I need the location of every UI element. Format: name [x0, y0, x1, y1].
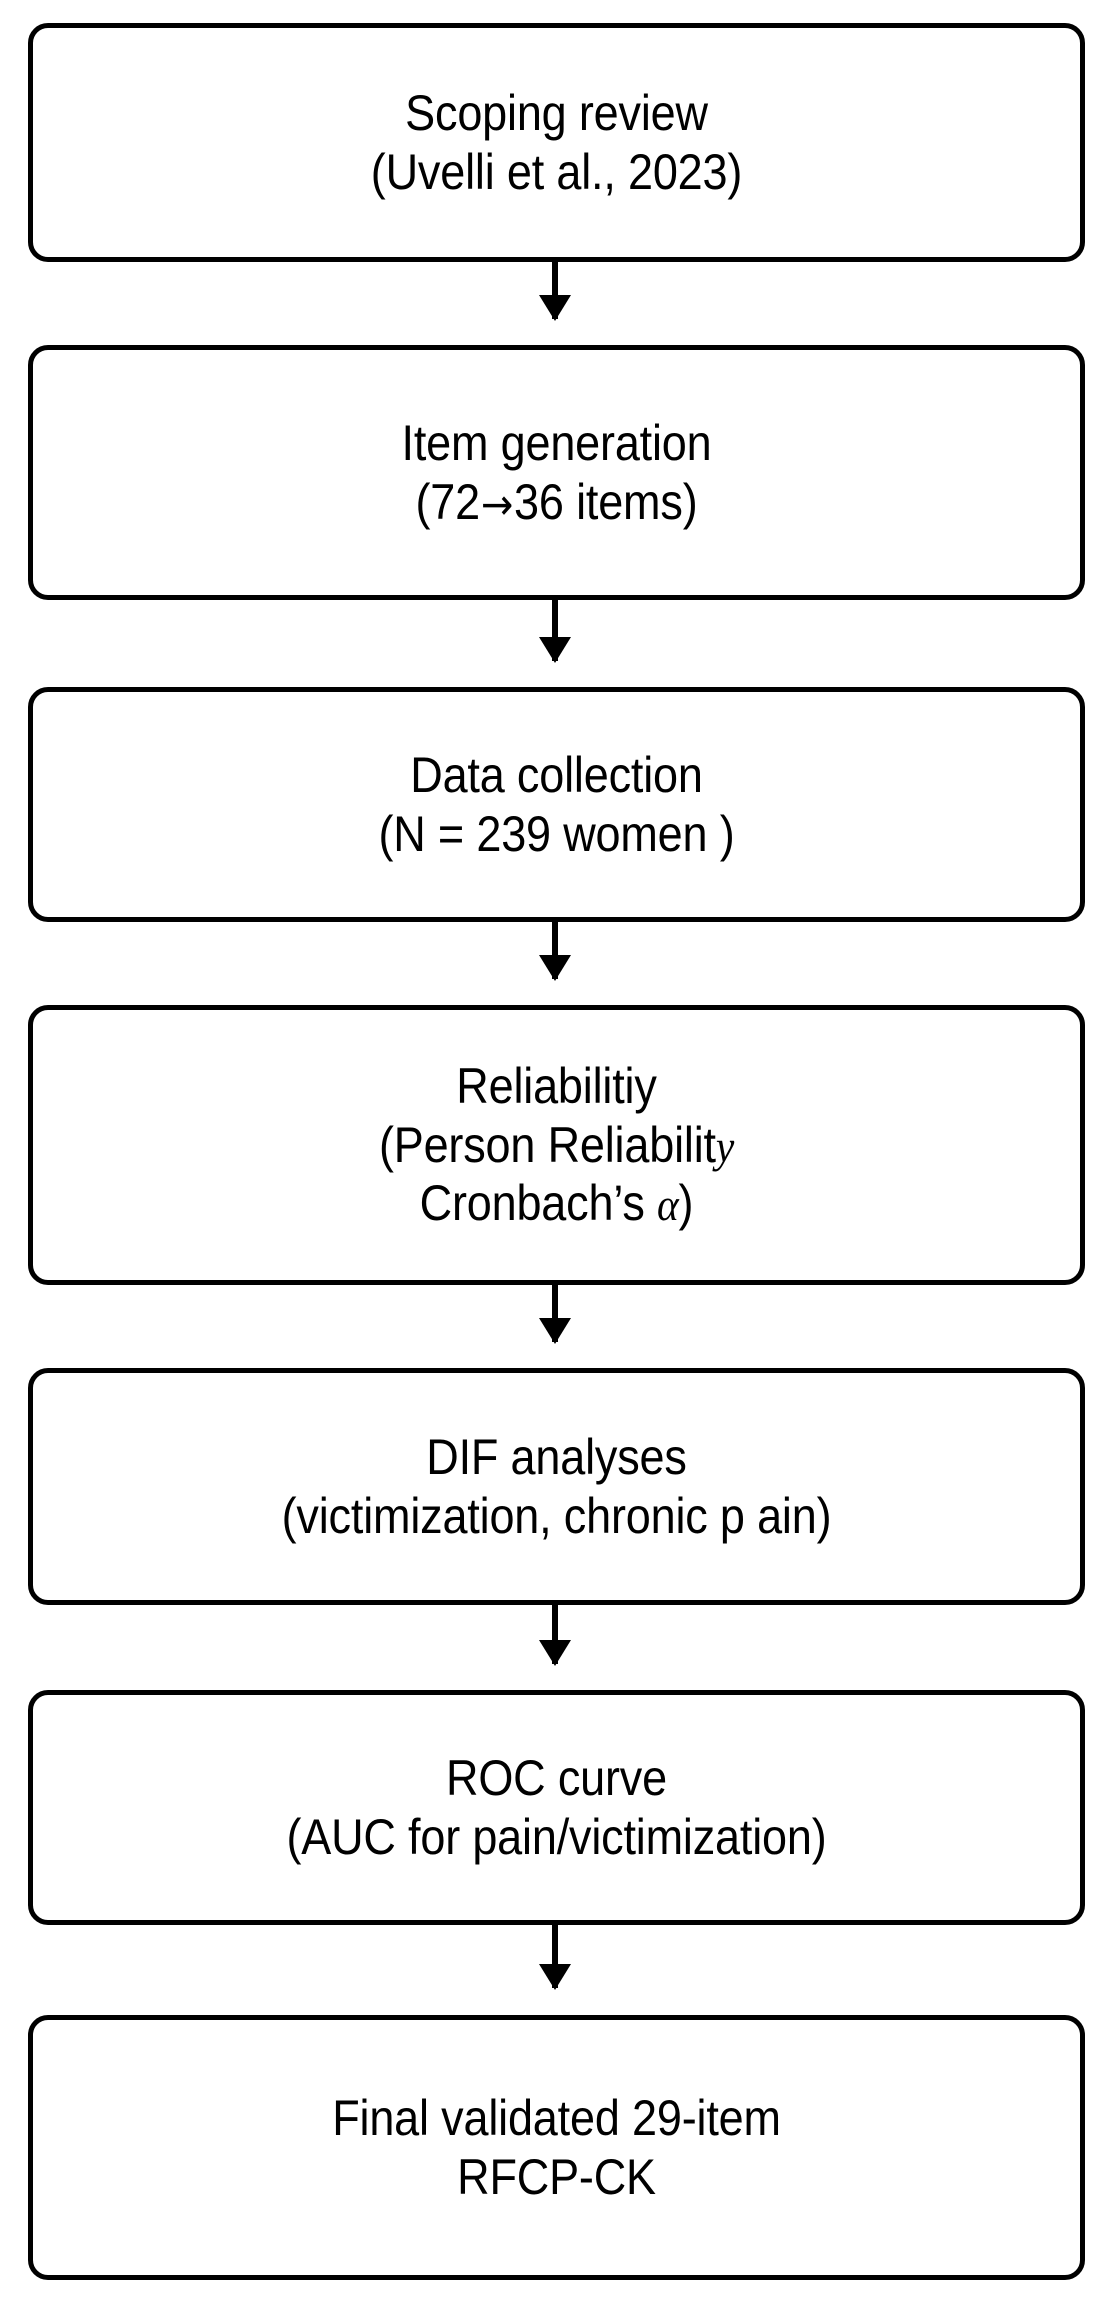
- node-data-collection-line-2: (N = 239 women ): [378, 805, 735, 862]
- node-scoping-review-line-1: Scoping review: [405, 85, 708, 141]
- cronbach-close-paren: ): [678, 1175, 694, 1232]
- cronbach-text: Cronbach’s: [419, 1175, 657, 1232]
- connector-5-to-6: [552, 1605, 558, 1664]
- node-dif-analyses: DIF analyses (victimization, chronic p a…: [28, 1368, 1085, 1605]
- node-roc-curve-line-2: (AUC for pain/victimization): [286, 1808, 827, 1865]
- node-final-instrument: Final validated 29-item RFCP-CK: [28, 2015, 1085, 2280]
- node-scoping-review-line-2: (Uvelli et al., 2023): [370, 143, 743, 200]
- node-roc-curve: ROC curve (AUC for pain/victimization): [28, 1690, 1085, 1925]
- node-final-instrument-line-1: Final validated 29-item: [332, 2090, 781, 2146]
- right-arrow-icon: →: [480, 479, 514, 530]
- node-dif-analyses-line-1: DIF analyses: [426, 1429, 687, 1485]
- person-reliability-y-symbol: y: [715, 1120, 735, 1172]
- node-scoping-review: Scoping review (Uvelli et al., 2023): [28, 23, 1085, 262]
- node-data-collection-line-1: Data collection: [410, 747, 703, 803]
- node-item-generation: Item generation (72→36 items): [28, 345, 1085, 600]
- item-count-after: 36 items): [514, 473, 698, 530]
- connector-4-to-5: [552, 1285, 558, 1342]
- item-count-before: (72: [415, 473, 480, 530]
- node-item-generation-line-1: Item generation: [401, 415, 712, 471]
- node-reliability-line-1: Reliabilitiy: [456, 1058, 657, 1115]
- node-final-instrument-line-2: RFCP-CK: [457, 2148, 656, 2205]
- node-item-generation-line-2: (72→36 items): [85, 473, 1027, 532]
- node-data-collection: Data collection (N = 239 women ): [28, 687, 1085, 922]
- connector-6-to-7: [552, 1925, 558, 1988]
- connector-1-to-2: [552, 262, 558, 319]
- node-reliability-line-3: Cronbach’s α): [85, 1174, 1027, 1233]
- node-roc-curve-line-1: ROC curve: [446, 1750, 667, 1806]
- node-reliability-line-2: (Person Reliability: [85, 1116, 1027, 1175]
- connector-2-to-3: [552, 600, 558, 661]
- node-reliability: Reliabilitiy (Person Reliability Cronbac…: [28, 1005, 1085, 1285]
- alpha-symbol: α: [656, 1179, 679, 1231]
- node-dif-analyses-line-2: (victimization, chronic p ain): [281, 1487, 832, 1544]
- connector-3-to-4: [552, 922, 558, 979]
- person-reliability-text: (Person Reliabilit: [378, 1116, 716, 1173]
